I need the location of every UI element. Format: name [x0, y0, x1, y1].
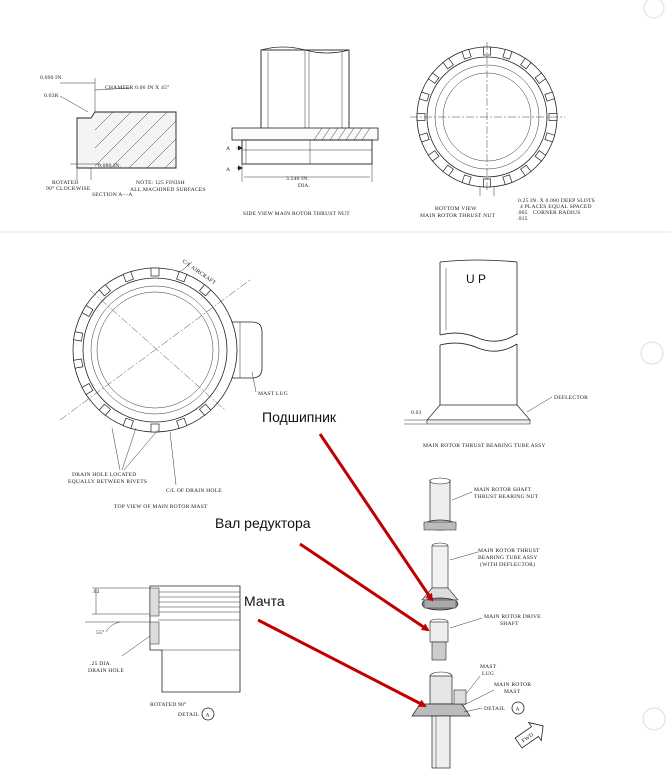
- tooth: [502, 48, 513, 60]
- bottom-radius-text: CORNER RADIUS: [533, 210, 581, 216]
- tube-caption: MAIN ROTOR THRUST BEARING TUBE ASSY: [423, 443, 546, 449]
- binder-holes: [640, 0, 666, 731]
- tooth: [73, 358, 84, 369]
- section-dim-top: 0.090 IN.: [40, 75, 63, 81]
- tooth: [418, 91, 430, 102]
- cl-drain-label: C/L OF DRAIN HOLE: [166, 488, 222, 494]
- tooth: [502, 174, 513, 186]
- bottom-slots-2: 4 PLACES EQUAL SPACED: [520, 204, 592, 210]
- tooth: [176, 417, 188, 429]
- top-view-rotor-mast: C/L AIRCRAFT MAST LUG DRAIN HOLE LOCATED…: [59, 259, 288, 510]
- tooth: [418, 132, 430, 143]
- tooth: [81, 305, 94, 317]
- red-annotations: Подшипник Вал редуктора Мачта: [215, 409, 434, 708]
- cl-aircraft-label: C/L AIRCRAFT: [181, 259, 217, 287]
- side-dia-label: DIA.: [298, 183, 311, 189]
- exploded-assembly: MAIN ROTOR SHAFT THRUST BEARING NUT MAIN…: [411, 477, 544, 769]
- tooth: [520, 57, 532, 70]
- tooth: [534, 72, 547, 84]
- side-view-caption: SIDE VIEW MAIN ROTOR THRUST NUT: [243, 211, 350, 217]
- asm-tube-label-3: (WITH DEFLECTOR): [480, 561, 535, 568]
- annotation-bearing: Подшипник: [262, 409, 337, 425]
- detail-title: DETAIL: [178, 712, 199, 718]
- asm-shaft-label-1: MAIN ROTOR DRIVE: [484, 614, 541, 620]
- tooth: [461, 174, 472, 186]
- tooth: [150, 423, 160, 433]
- tooth: [81, 383, 94, 395]
- section-dim-bottom: 0.080 IN.: [98, 163, 121, 169]
- tooth: [544, 91, 556, 102]
- tooth: [442, 164, 454, 177]
- tooth: [122, 271, 134, 283]
- tooth: [442, 57, 454, 70]
- side-view-thrust-nut: A A 3.540 IN. DIA. SIDE VIEW MAIN ROTOR …: [226, 46, 379, 217]
- asm-tube-label-1: MAIN ROTOR THRUST: [478, 548, 540, 554]
- side-dia-value: 3.540 IN.: [286, 176, 309, 182]
- side-marker-a1: A: [226, 146, 230, 152]
- top-view-caption: TOP VIEW OF MAIN ROTOR MAST: [114, 504, 208, 510]
- asm-shaft-label-2: SHAFT: [500, 621, 519, 627]
- mast-lug-label: MAST LUG: [258, 391, 288, 397]
- asm-lug-label-2: LUG: [482, 671, 494, 677]
- deflector-label: DEFLECTOR: [554, 395, 588, 401]
- section-note: NOTE: 125 FINISH: [136, 180, 185, 186]
- asm-detail-label: DETAIL: [484, 706, 505, 712]
- bottom-slots-1: 0.25 IN. X 0.080 DEEP SLOTS: [518, 198, 595, 204]
- fwd-arrow-icon: FWD: [514, 721, 544, 749]
- asm-nut-label-2: THRUST BEARING NUT: [474, 494, 539, 500]
- section-dim-side: 0.03R: [44, 93, 59, 99]
- tooth: [199, 403, 212, 416]
- arrow-bearing: [318, 433, 434, 602]
- section-rotated-2: 90° CLOCKWISE: [46, 185, 91, 192]
- asm-tube-label-2: BEARING TUBE ASSY: [478, 555, 538, 561]
- detail-hole-2: DRAIN HOLE: [88, 668, 124, 674]
- tooth: [534, 150, 547, 162]
- tooth: [427, 150, 440, 162]
- tooth: [461, 48, 472, 60]
- tube-up-mark: U P: [466, 272, 486, 286]
- tube-dim: 0.03: [411, 410, 422, 416]
- tooth: [150, 267, 160, 277]
- asm-detail-letter: A: [516, 707, 520, 713]
- tooth: [98, 284, 111, 297]
- thrust-bearing-tube: DEFLECTOR 0.03 U P MAIN ROTOR THRUST BEA…: [404, 259, 588, 449]
- detail-hole-1: .25 DIA.: [90, 661, 112, 667]
- asm-mast-label-2: MAST: [504, 689, 521, 695]
- section-note-2: ALL MACHINED SURFACES: [130, 187, 206, 193]
- asm-lug-label-1: MAST: [480, 664, 497, 670]
- tooth: [176, 271, 188, 283]
- detail-a-view: .62 55° .25 DIA. DRAIN HOLE ROTATED 90° …: [85, 585, 241, 721]
- drain-hole-label-1: DRAIN HOLE LOCATED: [72, 472, 137, 478]
- asm-nut-label-1: MAIN ROTOR SHAFT: [474, 487, 532, 493]
- arrow-mast: [257, 618, 427, 708]
- tooth: [427, 72, 440, 84]
- tooth: [199, 284, 212, 297]
- arrow-gearbox-shaft: [299, 542, 430, 632]
- tooth: [544, 132, 556, 143]
- tooth: [73, 331, 84, 342]
- annotation-mast: Мачта: [244, 593, 285, 609]
- detail-letter: A: [206, 713, 210, 719]
- side-marker-a2: A: [226, 167, 230, 173]
- tooth: [122, 417, 134, 429]
- bottom-radius-den: .015: [517, 216, 528, 222]
- drain-hole-label-2: EQUALLY BETWEEN RIVETS: [68, 479, 147, 485]
- bottom-view-caption-2: MAIN ROTOR THRUST NUT: [420, 213, 496, 219]
- section-title: SECTION A—A: [92, 192, 133, 198]
- detail-angle: 55°: [96, 629, 104, 636]
- bottom-view-thrust-nut: BOTTOM VIEW MAIN ROTOR THRUST NUT 0.25 I…: [410, 42, 595, 222]
- tooth: [520, 164, 532, 177]
- bottom-radius-num: .005: [517, 210, 528, 216]
- section-chamfer: CHAMFER 0.06 IN X 45°: [105, 84, 169, 91]
- bottom-view-caption-1: BOTTOM VIEW: [435, 206, 477, 212]
- tooth: [98, 403, 111, 416]
- detail-dim: .62: [92, 589, 100, 595]
- asm-mast-label-1: MAIN ROTOR: [494, 682, 531, 688]
- detail-rotated: ROTATED 90°: [150, 701, 186, 708]
- annotation-gearbox-shaft: Вал редуктора: [215, 515, 311, 531]
- section-aa-view: 0.090 IN. CHAMFER 0.06 IN X 45° 0.03R 0.…: [40, 75, 206, 198]
- section-rotated: ROTATED: [52, 180, 78, 186]
